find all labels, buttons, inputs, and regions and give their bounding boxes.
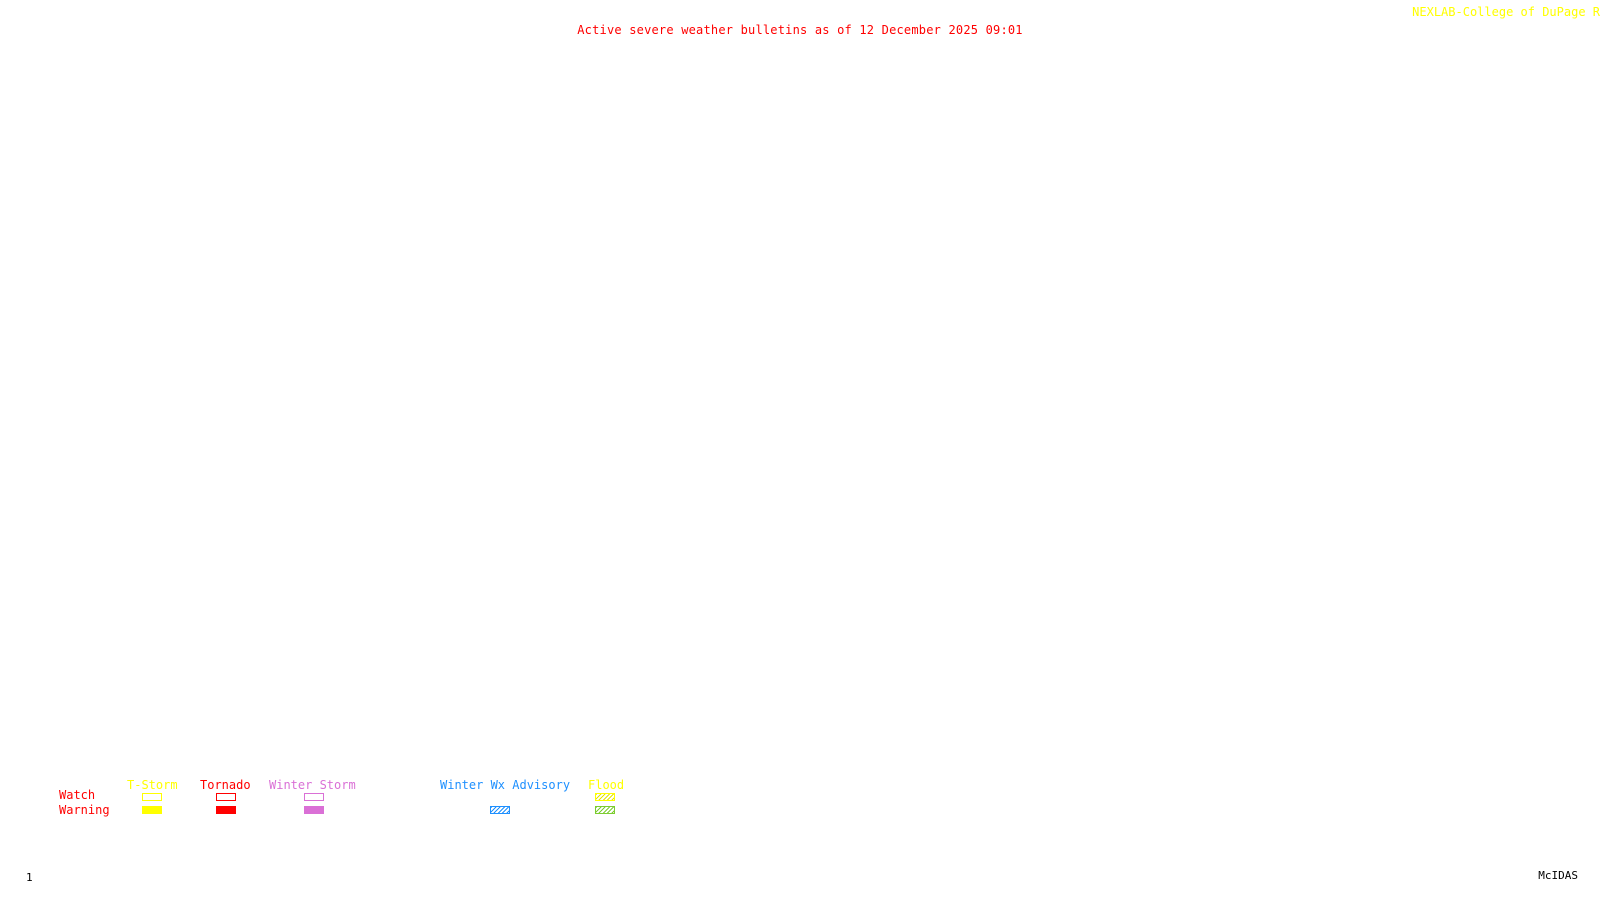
tstorm-watch-swatch xyxy=(142,793,162,801)
tornado-warning-swatch xyxy=(216,806,236,814)
frame-number: 1 xyxy=(26,871,33,884)
bulletin-title: Active severe weather bulletins as of 12… xyxy=(577,23,1023,37)
winter-storm-watch-swatch xyxy=(304,793,324,801)
legend-label-tstorm: T-Storm xyxy=(127,778,178,792)
winter-wx-advisory-swatch xyxy=(490,806,510,814)
legend-label-winter-storm: Winter Storm xyxy=(269,778,356,792)
tornado-watch-swatch xyxy=(216,793,236,801)
credit-text: NEXLAB-College of DuPage R xyxy=(1412,5,1600,19)
software-label: McIDAS xyxy=(1538,869,1578,882)
legend-row-watch: Watch xyxy=(59,788,96,802)
winter-storm-warning-swatch xyxy=(304,806,324,814)
map-area xyxy=(0,50,1600,770)
flood-warning-swatch xyxy=(595,806,615,814)
legend-row-warning: Warning xyxy=(59,803,110,817)
flood-watch-swatch xyxy=(595,793,615,801)
tstorm-warning-swatch xyxy=(142,806,162,814)
legend-label-winter-wx-advisory: Winter Wx Advisory xyxy=(440,778,571,792)
legend-label-tornado: Tornado xyxy=(200,778,251,792)
legend-label-flood: Flood xyxy=(588,778,625,792)
